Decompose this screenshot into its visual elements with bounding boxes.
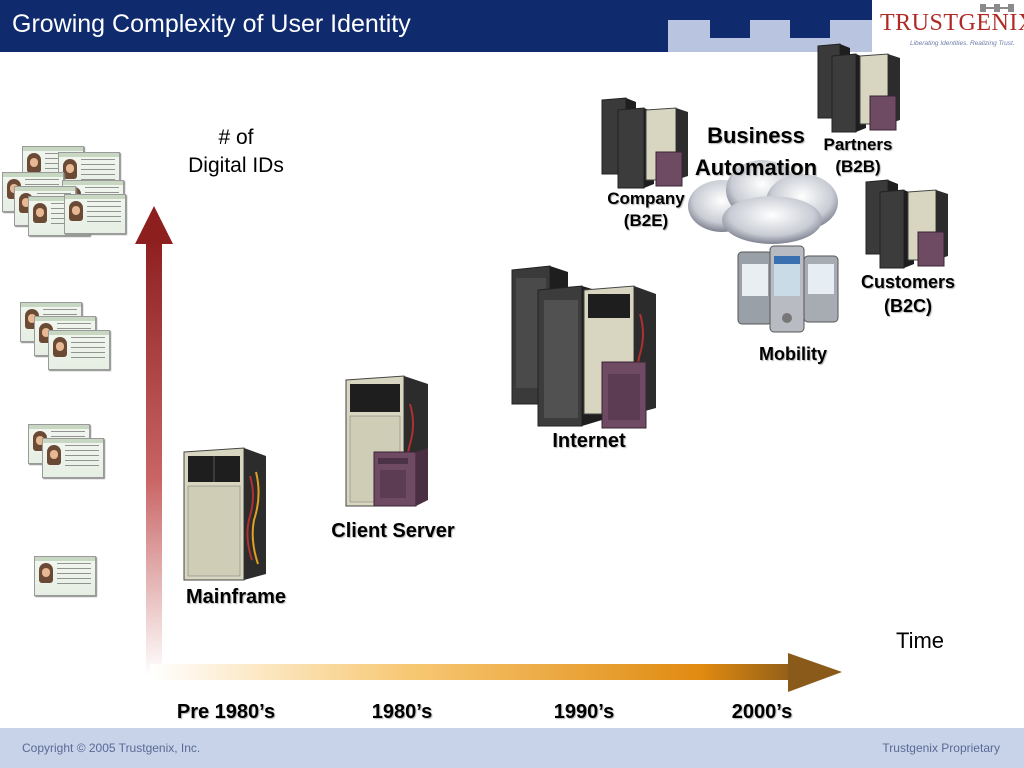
copyright-text: Copyright © 2005 Trustgenix, Inc. [22,741,201,755]
internet-server-icon [511,265,656,429]
logo-mark-icon [980,4,1014,12]
y-axis-label-line1: # of [218,126,254,149]
partners-server-icon [817,43,900,133]
stage-label-customers: Customers (B2C) [850,270,966,318]
client-server-icon [345,375,428,507]
id-card-icon [64,194,126,234]
era-label: Pre 1980’s [176,701,276,723]
stage-label-partners: Partners (B2B) [812,134,904,178]
customers-line2: (B2C) [884,296,932,316]
id-card-icon [34,556,96,596]
company-line1: Company [607,189,685,208]
partners-line2: (B2B) [835,157,881,176]
cloud-icon [688,160,838,244]
y-axis-label: # of Digital IDs [170,124,302,180]
customers-line1: Customers [860,272,956,292]
stage-label-client-server: Client Server [331,520,455,542]
business-line2: Automation [694,155,818,180]
company-line2: (B2E) [623,211,669,230]
stage-label-business-automation: Business Automation [686,120,826,184]
footer [0,728,1024,768]
partners-line1: Partners [823,135,893,154]
mainframe-icon [183,447,266,581]
era-label: 1990’s [553,701,615,723]
pda-icon [737,245,839,333]
logo-tagline: Liberating Identities. Realizing Trust. [910,40,1015,47]
x-axis-label: Time [895,628,945,653]
company-server-icon [601,97,688,189]
era-label: 2000’s [731,701,793,723]
axes [135,206,842,692]
stage-label-company: Company (B2E) [596,188,696,232]
era-label: 1980’s [371,701,433,723]
stage-label-internet: Internet [552,430,626,452]
y-axis-arrow [135,206,173,676]
slide-title: Growing Complexity of User Identity [12,10,411,38]
id-card-icon [48,330,110,370]
proprietary-text: Trustgenix Proprietary [882,741,1000,755]
y-axis-label-line2: Digital IDs [188,154,284,177]
customers-server-icon [865,179,948,269]
stage-label-mainframe: Mainframe [185,586,287,608]
logo-name: TRUSTGENIX [880,10,1024,36]
stage-label-mobility: Mobility [759,344,827,364]
id-card-icon [42,438,104,478]
x-axis-arrow [150,653,842,692]
business-line1: Business [707,123,805,148]
